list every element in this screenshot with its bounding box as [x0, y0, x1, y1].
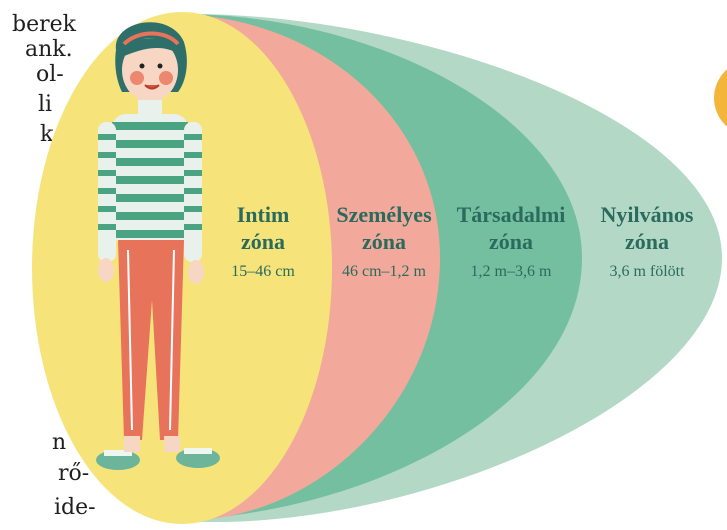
edge-text-6: n — [52, 430, 67, 455]
zone-label-nyilvanos: Nyilvános zóna 3,6 m fölött — [601, 202, 694, 280]
zone-title2-intim: zóna — [241, 229, 285, 254]
zone-label-intim: Intim zóna 15–46 cm — [231, 202, 295, 280]
zone-title-szemelyes: Személyes — [336, 202, 432, 227]
edge-text-5: k — [40, 122, 54, 147]
zone-title2-nyilvanos: zóna — [625, 229, 669, 254]
zone-title-intim: Intim — [237, 202, 290, 227]
girl-figure-icon — [96, 22, 220, 470]
zone-label-szemelyes: Személyes zóna 46 cm–1,2 m — [336, 202, 432, 280]
zone-title2-szemelyes: zóna — [362, 229, 406, 254]
edge-text-8: ide- — [54, 495, 96, 520]
zone-range-szemelyes: 46 cm–1,2 m — [342, 263, 427, 280]
zone-label-tarsadalmi: Társadalmi zóna 1,2 m–3,6 m — [457, 202, 566, 280]
zone-title-nyilvanos: Nyilvános — [601, 202, 694, 227]
zone-range-intim: 15–46 cm — [231, 263, 295, 280]
zone-title2-tarsadalmi: zóna — [489, 229, 533, 254]
edge-text-3: ol- — [36, 62, 64, 87]
corner-circle-icon — [714, 69, 727, 127]
edge-text-4: li — [38, 92, 53, 117]
edge-text-2: ank. — [25, 37, 73, 62]
edge-text-1: berek — [12, 12, 76, 37]
zone-range-nyilvanos: 3,6 m fölött — [609, 263, 685, 280]
zone-range-tarsadalmi: 1,2 m–3,6 m — [471, 263, 552, 280]
zone-title-tarsadalmi: Társadalmi — [457, 202, 566, 227]
edge-text-7: rő- — [58, 461, 90, 486]
